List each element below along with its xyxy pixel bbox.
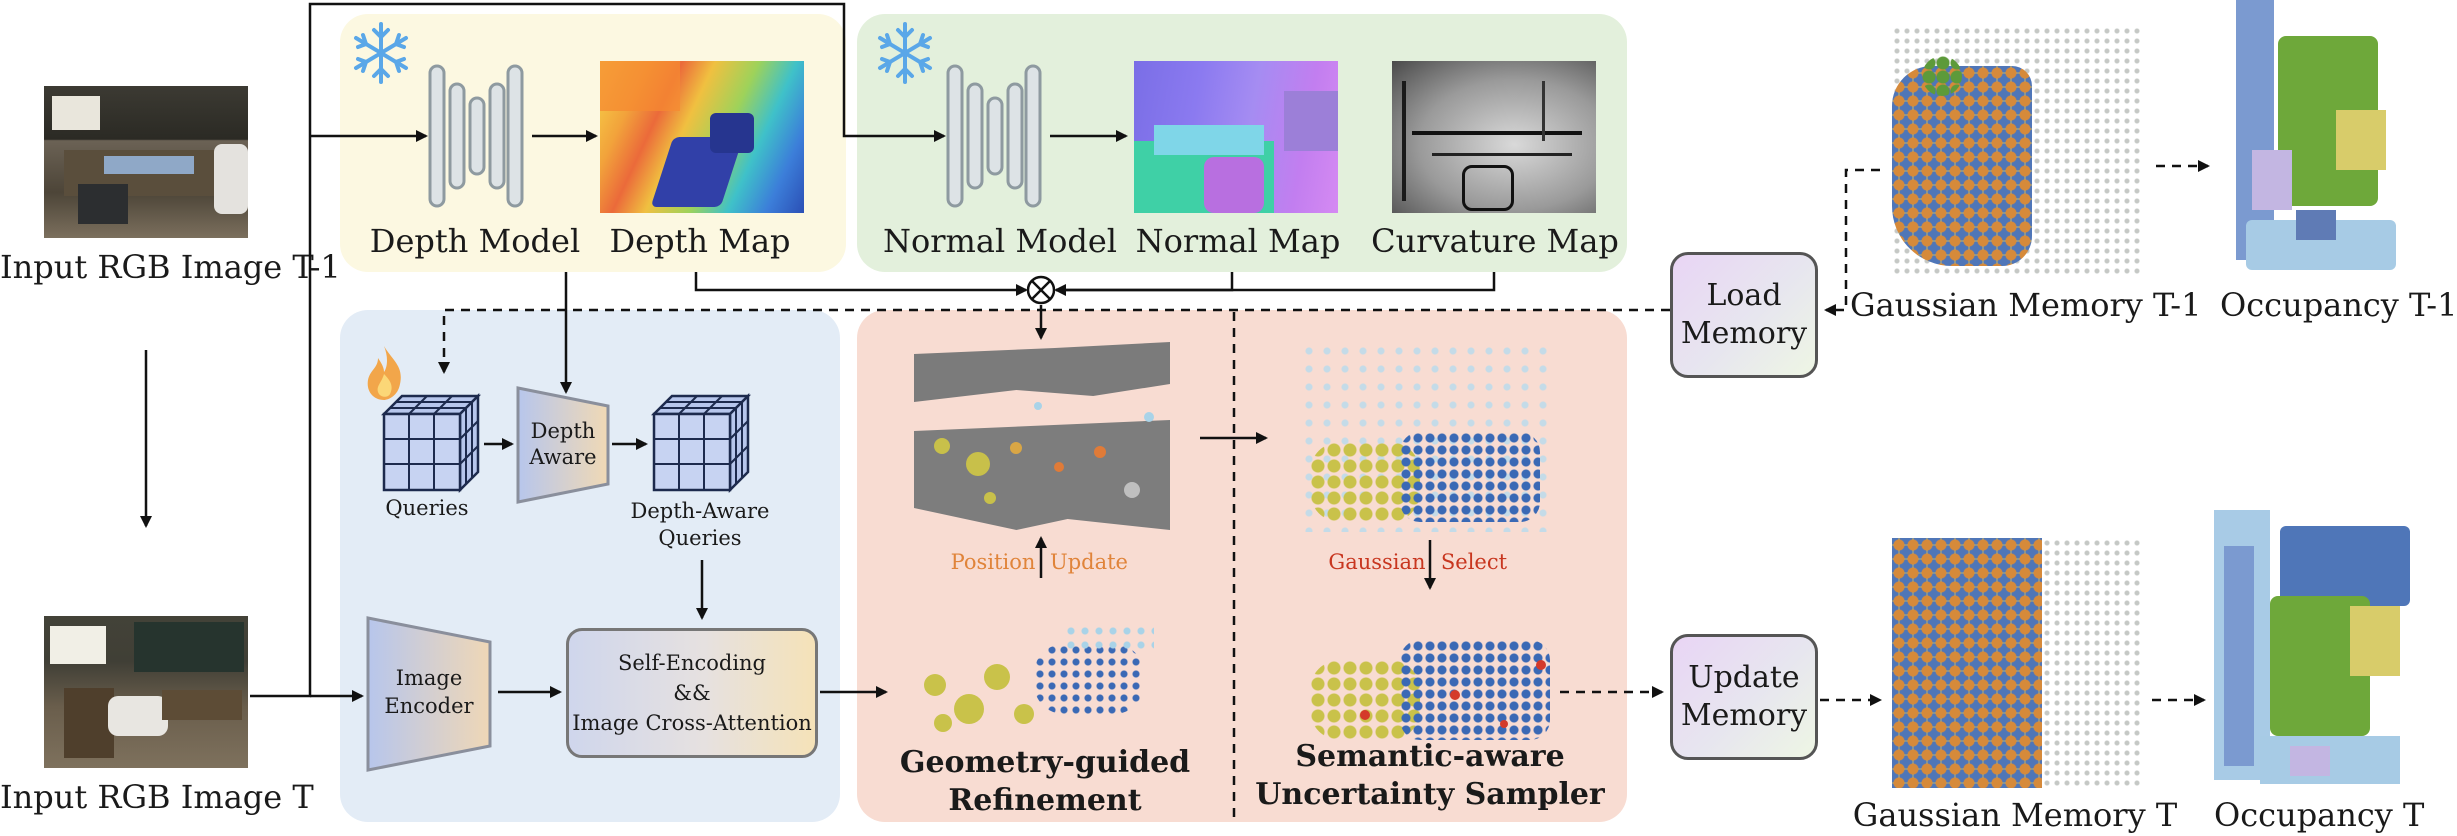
occupancy-prev-label: Occupancy T-1: [2220, 286, 2457, 324]
depth-map-image: [600, 61, 804, 213]
flame-icon: [362, 344, 406, 402]
depth-aware-queries-cube-icon: [650, 392, 752, 494]
normal-map-label: Normal Map: [1135, 222, 1341, 260]
sampler-top-image: [1300, 342, 1556, 532]
input-image-prev: [44, 86, 248, 238]
refine-title: Geometry-guided Refinement: [899, 745, 1191, 818]
input-label-prev: Input RGB Image T-1: [0, 248, 341, 286]
curvature-map-label: Curvature Map: [1371, 222, 1619, 260]
select-label: Select: [1440, 550, 1508, 574]
curvature-map-image: [1392, 61, 1596, 213]
occupancy-prev-image: [2226, 0, 2422, 276]
gaussian-memory-curr-image: [1892, 538, 2142, 788]
multiply-node: [1026, 275, 1056, 305]
depth-aware-queries-label: Depth-Aware Queries: [630, 499, 770, 550]
input-image-curr: [44, 616, 248, 768]
occupancy-curr-label: Occupancy T: [2214, 796, 2425, 834]
refine-position-image: [914, 342, 1170, 532]
depth-aware-module: [516, 386, 610, 504]
queries-cube-icon: [380, 392, 482, 494]
update-label: Update: [1050, 550, 1128, 574]
refine-gaussian-image: [914, 614, 1170, 744]
snowflake-icon: [346, 18, 416, 88]
gaussian-label: Gaussian: [1328, 550, 1426, 574]
gaussian-memory-prev-image: [1892, 26, 2142, 276]
image-encoder-module: [366, 616, 492, 772]
cross-attention-label: Self-Encoding && Image Cross-Attention: [572, 651, 812, 735]
depth-aware-label: Depth Aware: [529, 419, 597, 469]
position-label: Position: [950, 550, 1036, 574]
occupancy-curr-image: [2210, 506, 2420, 792]
sampler-title: Semantic-aware Uncertainty Sampler: [1255, 739, 1605, 812]
sampler-bottom-image: [1300, 620, 1556, 744]
input-label-curr: Input RGB Image T: [0, 778, 314, 816]
depth-model-label: Depth Model: [369, 222, 581, 260]
update-memory-box: Update Memory: [1670, 634, 1818, 760]
gaussian-memory-prev-label: Gaussian Memory T-1: [1850, 286, 2202, 324]
snowflake-icon: [870, 18, 940, 88]
queries-label: Queries: [385, 496, 469, 520]
load-memory-label: Load Memory: [1680, 278, 1808, 351]
normal-model-label: Normal Model: [882, 222, 1118, 260]
normal-model-icon: [946, 64, 1042, 208]
normal-map-image: [1134, 61, 1338, 213]
depth-map-label: Depth Map: [609, 222, 791, 260]
depth-model-icon: [428, 64, 524, 208]
gaussian-memory-curr-label: Gaussian Memory T: [1852, 796, 2178, 834]
update-memory-label: Update Memory: [1680, 660, 1808, 733]
load-memory-box: Load Memory: [1670, 252, 1818, 378]
image-encoder-label: Image Encoder: [384, 666, 474, 718]
cross-attention-module: Self-Encoding && Image Cross-Attention: [566, 628, 818, 758]
